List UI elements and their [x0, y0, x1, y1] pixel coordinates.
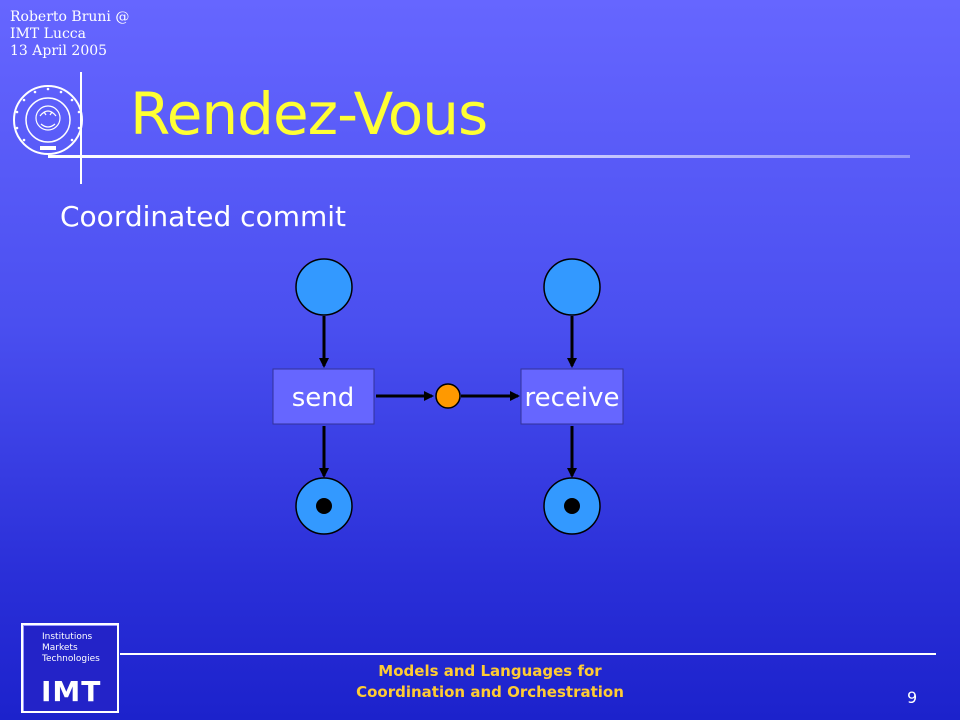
footer-line-2: Coordination and Orchestration	[356, 683, 624, 701]
send-output-token	[316, 498, 332, 514]
imt-acronym: IMT	[41, 675, 102, 708]
header-horizontal-rule	[48, 155, 910, 158]
slide-subtitle: Coordinated commit	[60, 200, 347, 233]
receive-input-place	[543, 258, 601, 316]
receive-label: receive	[524, 383, 619, 413]
imt-logo: Institutions Markets Technologies IMT	[21, 623, 119, 713]
send-label: send	[292, 383, 355, 413]
logo-line-technologies: Technologies	[42, 654, 100, 664]
send-transition	[272, 368, 375, 425]
footer-course-title: Models and Languages for Coordination an…	[300, 661, 680, 703]
channel-place	[435, 383, 461, 409]
logo-line-markets: Markets	[42, 643, 78, 653]
venue-text: IMT Lucca	[10, 26, 86, 42]
receive-transition	[520, 368, 624, 425]
logo-line-institutions: Institutions	[42, 632, 93, 642]
header-vertical-rule	[80, 72, 82, 184]
slide-header: Roberto Bruni @ IMT Lucca 13 April 2005	[10, 9, 129, 60]
slide-title: Rendez-Vous	[130, 80, 488, 148]
author-text: Roberto Bruni @	[10, 9, 130, 25]
university-seal-icon	[13, 85, 83, 155]
date-text: 13 April 2005	[10, 43, 108, 59]
receive-output-token	[564, 498, 580, 514]
footer-rule	[120, 653, 936, 655]
footer-line-1: Models and Languages for	[378, 662, 602, 680]
imt-logo-lines: Institutions Markets Technologies	[42, 632, 100, 665]
page-number: 9	[907, 688, 918, 707]
send-input-place	[295, 258, 353, 316]
